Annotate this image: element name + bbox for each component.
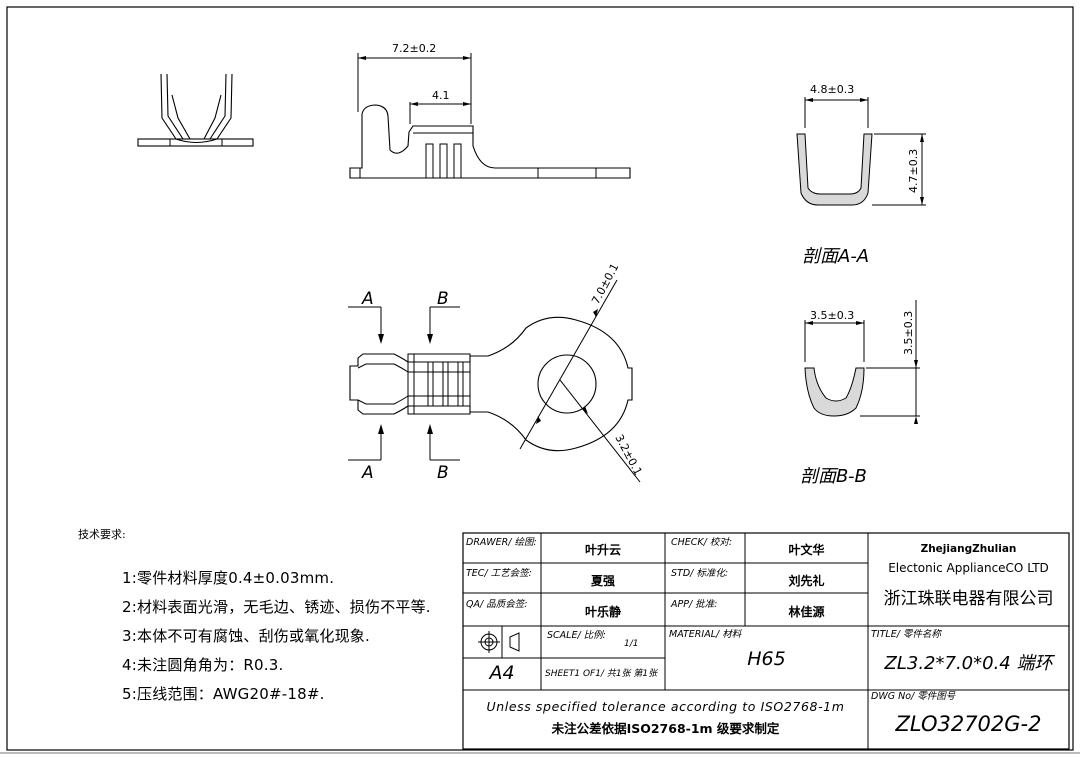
note-item: 2:材料表面光滑，无毛边、锈迹、损伤不平等. [122, 598, 431, 616]
dim-top-width: 7.2±0.2 [392, 42, 436, 55]
title-label: TITLE/ 零件名称 [871, 629, 941, 640]
dim-aa-height: 4.7±0.3 [907, 149, 920, 193]
paper-size: A4 [489, 662, 515, 684]
dim-bb-width: 3.5±0.3 [810, 309, 854, 322]
sheet-info: SHEET1 OF1/ 共1张 第1张 [545, 669, 658, 679]
drawing-number: ZLO32702G-2 [895, 712, 1042, 736]
check-label: CHECK/ 校对: [671, 537, 733, 548]
app-name: 林佳源 [788, 605, 825, 619]
check-name: 叶文华 [788, 543, 825, 557]
note-item: 3:本体不可有腐蚀、刮伤或氧化现象. [122, 627, 370, 645]
notes-heading: 技术要求: [78, 528, 126, 541]
std-name: 刘先礼 [788, 574, 825, 588]
dwg-label: DWG No/ 零件图号 [871, 691, 956, 702]
dim-bb-height: 3.5±0.3 [902, 311, 915, 355]
end-view [137, 73, 254, 147]
dim-top-inner: 4.1 [432, 89, 450, 102]
section-a-a: 4.8±0.3 4.7±0.3 剖面A-A [796, 83, 926, 267]
company-name-cn: 浙江珠联电器有限公司 [883, 589, 1054, 609]
dim-aa-width: 4.8±0.3 [810, 83, 854, 96]
std-label: STD/ 标准化: [671, 568, 729, 579]
scale-value: 1/1 [624, 639, 639, 649]
drawing-border [6, 6, 1074, 751]
tec-name: 夏强 [590, 574, 615, 588]
side-view: 7.2±0.2 4.1 [349, 42, 631, 179]
marker-a-top: A [361, 289, 374, 309]
title-block-grid [462, 532, 1070, 750]
note-item: 5:压线范围：AWG20#-18#. [122, 685, 325, 703]
qa-name: 叶乐静 [584, 605, 621, 619]
tolerance-note-en: Unless specified tolerance according to … [486, 699, 845, 714]
tolerance-note-cn: 未注公差依据ISO2768-1m 级要求制定 [551, 721, 780, 736]
drawer-label: DRAWER/ 绘图: [466, 537, 537, 548]
material-value: H65 [747, 648, 786, 670]
note-item: 1:零件材料厚度0.4±0.03mm. [122, 569, 335, 587]
qa-label: QA/ 品质会签: [466, 599, 528, 610]
marker-b-top: B [437, 289, 449, 309]
section-bb-title: 剖面B-B [800, 466, 867, 487]
tec-label: TEC/ 工艺会签: [466, 568, 532, 579]
note-item: 4:未注圆角角为：R0.3. [122, 656, 284, 674]
section-b-b: 3.5±0.3 3.5±0.3 剖面B-B [800, 300, 920, 487]
drawer-name: 叶升云 [584, 543, 621, 557]
company-name-en-1: ZhejiangZhulian [920, 543, 1017, 555]
part-title: ZL3.2*7.0*0.4 端环 [884, 653, 1053, 674]
technical-notes: 技术要求: 1:零件材料厚度0.4±0.03mm. 2:材料表面光滑，无毛边、锈… [78, 526, 458, 709]
material-label: MATERIAL/ 材料 [669, 629, 742, 640]
app-label: APP/ 批准: [671, 599, 718, 610]
dim-ring-hole: 3.2±0.1 [612, 432, 644, 477]
section-aa-title: 剖面A-A [802, 246, 869, 267]
company-name-en-2: Electonic ApplianceCO LTD [888, 561, 1049, 575]
top-view: 7.0±0.1 3.2±0.1 A A B B [348, 261, 645, 483]
projection-symbol-icon [478, 631, 520, 653]
marker-b-bottom: B [437, 463, 449, 483]
marker-a-bottom: A [361, 463, 374, 483]
scale-label: SCALE/ 比例: [547, 630, 606, 641]
